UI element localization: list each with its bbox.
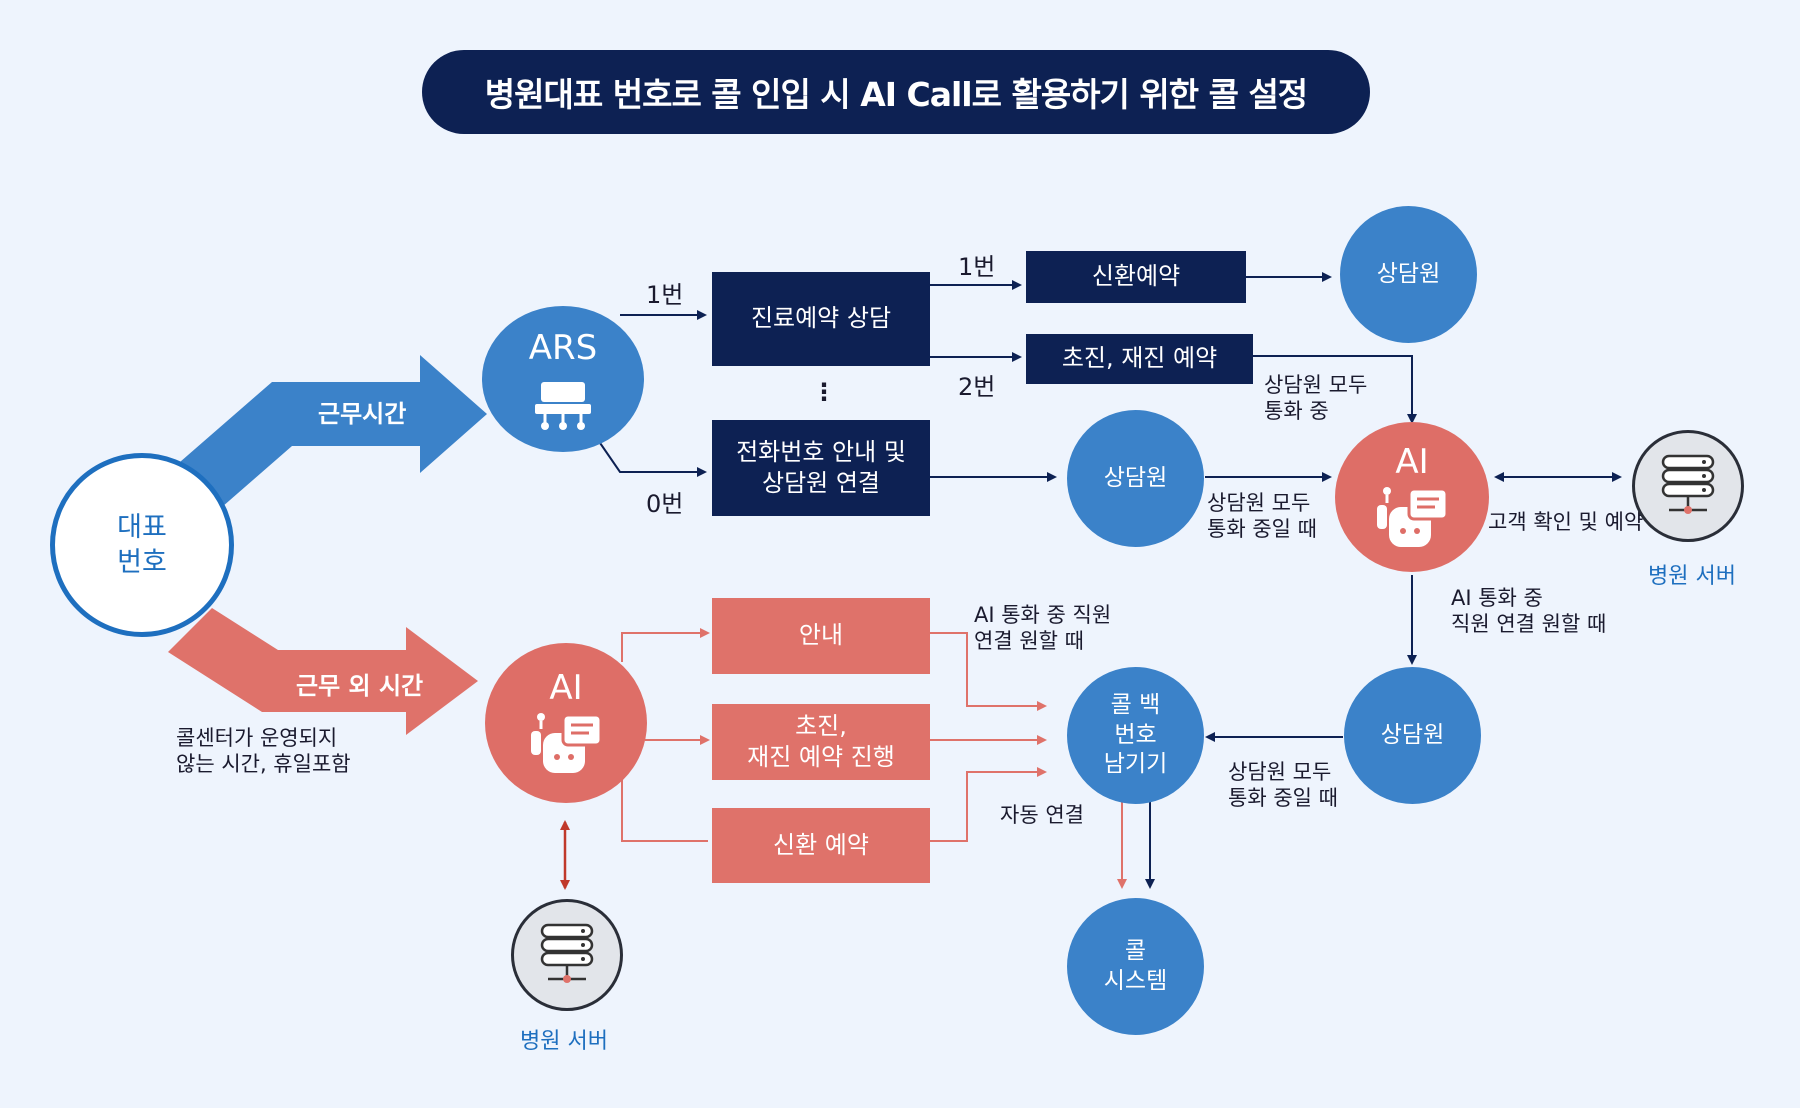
ai-transfer-line1: AI 통화 중 [1451, 586, 1543, 610]
off-hours-arrow [168, 608, 478, 735]
agent-node-bottom: 상담원 [1344, 667, 1481, 804]
ars-option-0: 0번 [646, 490, 684, 518]
off-hours-note: 콜센터가 운영되지 않는 시간, 휴일포함 [176, 725, 351, 778]
call-system-line2: 시스템 [1103, 967, 1168, 994]
callback-line3: 남기기 [1103, 751, 1168, 778]
ai-transfer-long-note: AI 통화 중 직원 연결 원할 때 [974, 602, 1111, 655]
phone-guide-line1: 전화번호 안내 및 [736, 437, 906, 466]
auto-connect-label: 자동 연결 [1000, 803, 1084, 827]
consult-option-1: 1번 [958, 253, 996, 281]
first-visit-box: 초진, 재진 예약 [1026, 334, 1253, 384]
agent-node-middle: 상담원 [1067, 410, 1204, 547]
new-reservation-off-box: 신환 예약 [712, 808, 930, 883]
customer-check-label: 고객 확인 및 예약 [1488, 510, 1644, 534]
ars-label: ARS [528, 327, 598, 368]
new-reservation-box: 신환예약 [1026, 251, 1246, 303]
first-visit-progress-box: 초진, 재진 예약 진행 [712, 704, 930, 780]
work-hours-label: 근무시간 [318, 400, 407, 428]
representative-label-line2: 번호 [117, 547, 167, 578]
all-busy-line2: 통화 중 [1264, 399, 1329, 424]
all-busy-note: 상담원 모두 통화 중 [1264, 372, 1367, 425]
work-hours-arrow [180, 355, 487, 507]
all-busy-time-note-bottom: 상담원 모두 통화 중일 때 [1228, 759, 1338, 812]
all-busy-time-bottom-line2: 통화 중일 때 [1228, 786, 1338, 811]
hospital-server-label-right: 병원 서버 [1648, 564, 1736, 589]
representative-label-line1: 대표 [117, 511, 167, 543]
consult-option-2: 2번 [958, 373, 996, 401]
phone-guide-box: 전화번호 안내 및 상담원 연결 [712, 420, 930, 516]
ars-connectors [597, 272, 1622, 889]
hospital-server-label-left: 병원 서버 [520, 1029, 608, 1054]
first-visit-progress-line2: 재진 예약 진행 [747, 743, 895, 771]
all-busy-time-bottom-line1: 상담원 모두 [1228, 760, 1332, 784]
representative-number-node: 대표 번호 [50, 453, 234, 637]
ars-node: ARS [482, 306, 644, 452]
all-busy-time-line2: 통화 중일 때 [1207, 517, 1317, 542]
off-hours-note-line1: 콜센터가 운영되지 [176, 726, 338, 750]
ai-transfer-long-line1: AI 통화 중 직원 [974, 603, 1112, 627]
agent-node-top: 상담원 [1340, 206, 1477, 343]
phone-guide-line2: 상담원 연결 [761, 469, 881, 497]
callback-line2: 번호 [1114, 721, 1157, 748]
ars-option-1: 1번 [646, 281, 684, 309]
consult-box: 진료예약 상담 [712, 272, 930, 366]
ai-transfer-note: AI 통화 중 직원 연결 원할 때 [1451, 585, 1606, 638]
ai-node-work: AI [1335, 422, 1489, 572]
ai-node-off: AI [485, 643, 647, 803]
hospital-server-node-left [511, 899, 623, 1011]
ai-transfer-line2: 직원 연결 원할 때 [1451, 612, 1607, 637]
callback-node: 콜 백 번호 남기기 [1067, 667, 1204, 804]
callback-line1: 콜 백 [1110, 691, 1161, 718]
off-hours-label: 근무 외 시간 [296, 672, 424, 700]
robot-chat-icon [531, 713, 603, 773]
ars-terminal-icon [535, 382, 591, 431]
page-title: 병원대표 번호로 콜 인입 시 AI Call로 활용하기 위한 콜 설정 [422, 50, 1370, 134]
robot-chat-icon [1377, 487, 1449, 547]
off-hours-note-line2: 않는 시간, 휴일포함 [176, 752, 351, 777]
ai-label-work: AI [1395, 442, 1429, 482]
ai-transfer-long-line2: 연결 원할 때 [974, 629, 1084, 654]
all-busy-time-line1: 상담원 모두 [1207, 491, 1311, 515]
off-hours-connectors [621, 628, 1127, 889]
guide-box: 안내 [712, 598, 930, 674]
first-visit-progress-line1: 초진, [795, 711, 847, 740]
options-ellipsis: ⋮ [812, 378, 836, 406]
call-system-node: 콜 시스템 [1067, 898, 1204, 1035]
server-stack-icon [540, 923, 594, 983]
server-stack-icon [1661, 454, 1715, 514]
ai-label-off: AI [549, 668, 583, 708]
hospital-server-node-right [1632, 430, 1744, 542]
all-busy-line1: 상담원 모두 [1264, 373, 1368, 397]
all-busy-time-note: 상담원 모두 통화 중일 때 [1207, 490, 1317, 543]
call-system-line1: 콜 [1124, 937, 1147, 964]
